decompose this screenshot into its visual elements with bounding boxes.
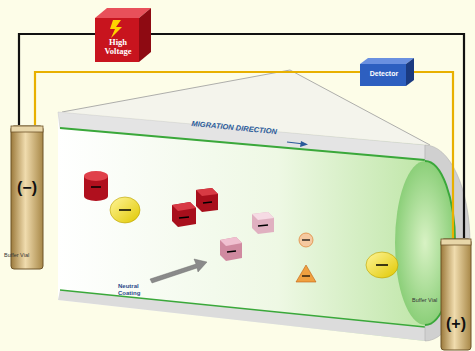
buffer-vial: Buffer Vial(−) [10, 125, 44, 270]
buffer-vial: Buffer Vial(+) [440, 238, 472, 351]
wire-line [151, 34, 464, 238]
ion-cylinder [84, 171, 108, 201]
node-text: (+) [440, 316, 472, 333]
coating-pointer [150, 259, 207, 283]
box-front [360, 64, 406, 86]
ion-body [110, 197, 140, 223]
migration-arrowhead [300, 141, 308, 147]
node-text: Detector [362, 70, 406, 77]
coating-line [60, 290, 425, 327]
ion-cone [296, 265, 316, 282]
wire-connector [35, 72, 360, 125]
ion-small-sphere [299, 233, 313, 247]
ion-cube [220, 237, 242, 261]
vial-body [11, 126, 43, 269]
ion-ellipse [366, 252, 398, 278]
minus-sign [119, 209, 131, 211]
vial-rim [11, 126, 43, 132]
ion-body [196, 188, 218, 212]
capillary-wall [58, 290, 425, 341]
box-side [406, 58, 414, 86]
high-voltage-box: High Voltage [95, 8, 151, 62]
ion-cube [196, 188, 218, 212]
detector-box: Detector [360, 58, 414, 86]
ion-ellipse [110, 197, 140, 223]
zoom-line [62, 70, 290, 112]
minus-sign [179, 217, 189, 218]
box-side [139, 8, 151, 62]
coating-label: Neutral Coating [118, 283, 154, 296]
wire-line [414, 72, 453, 238]
node-shape [440, 238, 472, 351]
capillary-body [58, 112, 425, 341]
ion-top [220, 237, 242, 246]
wire-connector [414, 72, 453, 238]
minus-sign [258, 225, 268, 226]
ion-body [220, 237, 242, 261]
minus-sign [91, 186, 101, 188]
wire-line [19, 34, 95, 125]
node-shape [10, 125, 44, 270]
minus-sign [302, 275, 310, 276]
vial-rim [441, 239, 471, 245]
box-top [360, 58, 414, 64]
node-text: High Voltage [98, 38, 138, 56]
direction-label: MIGRATION DIRECTION [191, 119, 277, 136]
ion-cube [172, 202, 196, 227]
ion-cube [252, 212, 274, 234]
wire-connector [151, 34, 464, 238]
wire-line [35, 72, 360, 125]
box-front [95, 18, 139, 62]
ion-body [252, 212, 274, 234]
ion-top [84, 171, 108, 181]
minus-sign [227, 251, 236, 252]
ion-top [172, 202, 196, 211]
ion-body [299, 233, 313, 247]
ion-top [252, 212, 274, 220]
capillary-wall [58, 112, 425, 160]
wire-connector [19, 34, 95, 125]
ion-body [172, 202, 196, 227]
node-text: (−) [10, 180, 44, 197]
node-text: Buffer Vial [412, 298, 438, 304]
minus-sign [302, 239, 310, 240]
node-text: Buffer Vial [4, 253, 34, 259]
minus-sign [203, 202, 212, 203]
minus-sign [376, 264, 388, 266]
ion-body [366, 252, 398, 278]
ion-top [196, 188, 218, 196]
bolt-symbol [110, 20, 122, 38]
ion-body [296, 265, 316, 282]
vial-body [441, 239, 471, 350]
